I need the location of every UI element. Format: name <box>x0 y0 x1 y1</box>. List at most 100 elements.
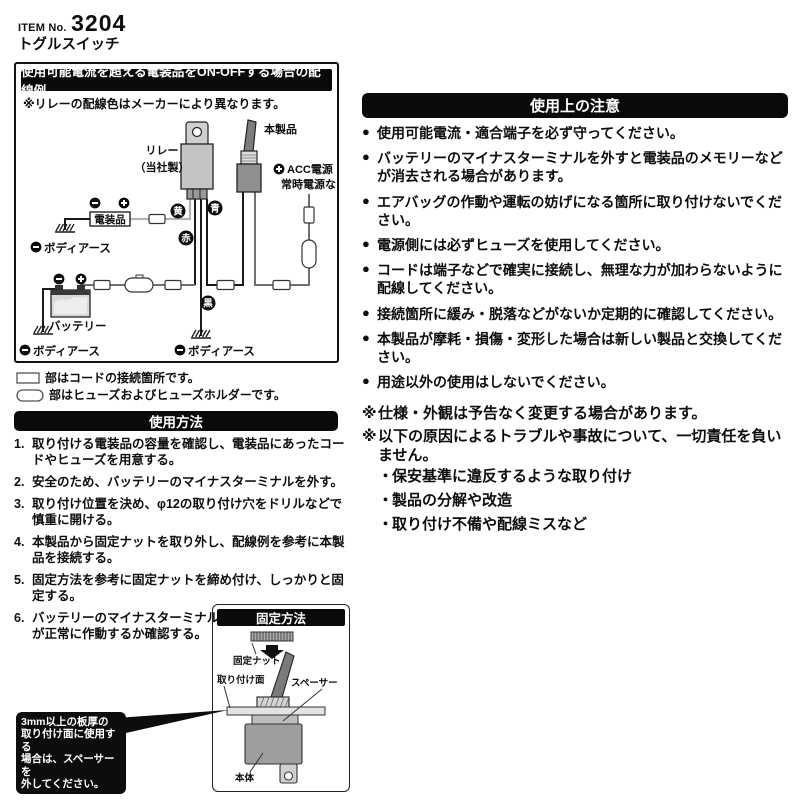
disclaimer-item: ・取り付け不備や配線ミスなど <box>378 515 588 533</box>
precaution-item: ●使用可能電流・適合端子を必ず守ってください。 <box>362 124 684 141</box>
fuse-holders <box>124 239 317 293</box>
accessory-box <box>89 211 131 227</box>
mounting-panel <box>226 706 326 716</box>
wire-label-blue: 青 <box>207 200 223 216</box>
item-number-block: ITEM No. 3204 <box>18 10 126 37</box>
svg-text:黄: 黄 <box>173 206 183 218</box>
minus-icon <box>174 344 186 356</box>
battery-drawing <box>50 285 91 318</box>
precautions-title: 使用上の注意 <box>362 93 788 118</box>
wiring-example-title: 使用可能電流を超える電装品をON-OFFする場合の配線例 <box>21 65 332 98</box>
accessory-label: 電装品 <box>94 213 126 226</box>
relay-label-line1: リレー <box>146 144 179 157</box>
cord-connectors <box>93 206 315 291</box>
fixing-method-title: 固定方法 <box>217 609 345 626</box>
body-earth-label-2: ボディアース <box>33 344 100 358</box>
disclaimer-item: ・製品の分解や改造 <box>378 491 513 509</box>
note-item: ※仕様・外観は予告なく変更する場合があります。 <box>362 405 707 422</box>
bullet-icon: ● <box>362 261 370 277</box>
body-earth-label-1: ボディアース <box>44 241 111 255</box>
body-earth-label-3: ボディアース <box>188 344 255 358</box>
fixing-nut-drawing <box>250 631 294 642</box>
precaution-item: ●電源側には必ずヒューズを使用してください。 <box>362 235 670 253</box>
product-label: 本製品 <box>264 122 297 136</box>
disclaimer-item: ・保安基準に違反するような取り付け <box>378 468 633 485</box>
toggle-switch-drawing <box>236 119 262 193</box>
bullet-icon: ● <box>362 373 370 389</box>
wire-label-red: 赤 <box>178 230 194 246</box>
plus-icon <box>273 163 285 175</box>
usage-method-title: 使用方法 <box>14 411 338 431</box>
switch-to-acc-wire <box>254 192 310 286</box>
precaution-item: ●バッテリーのマイナスターミナルを外すと電装品のメモリーなどが消去される場合があ… <box>362 149 783 185</box>
bullet-icon: ● <box>362 124 370 139</box>
acc-power-label-line2: 常時電源など <box>281 177 337 191</box>
bullet-icon: ● <box>362 235 370 251</box>
surface-pointer-line <box>223 685 231 709</box>
fuse-symbol <box>16 388 44 402</box>
switch-assembly-drawing <box>226 651 326 784</box>
relay-label-line2: （当社製） <box>135 160 190 174</box>
wiring-example-box: 使用可能電流を超える電装品をON-OFFする場合の配線例 ※リレーの配線色はメー… <box>14 62 339 363</box>
battery-label: バッテリー <box>49 320 107 333</box>
fixing-nut-label: 固定ナット <box>233 655 281 667</box>
plus-icon <box>75 273 87 285</box>
usage-step: 3.取り付け位置を決め、φ12の取り付け穴をドリルなどで慎重に開ける。 <box>14 497 343 527</box>
switch-lever <box>243 119 257 153</box>
svg-text:青: 青 <box>210 203 220 215</box>
wire-label-black: 黒 <box>200 295 216 311</box>
fixing-method-diagram: 固定ナット 取り付け面 スペーサー 本体 <box>217 631 338 784</box>
fixing-method-box: 固定方法 固定ナット 取り付け面 スペーサー <box>212 604 350 792</box>
spacer-callout: 3mm以上の板厚の 取り付け面に使用する 場合は、スペーサーを 外してください。 <box>16 712 126 795</box>
down-arrow-icon <box>260 645 284 659</box>
bullet-icon: ● <box>362 192 370 208</box>
connector-symbol <box>16 371 40 384</box>
precaution-item: ●本製品が摩耗・損傷・変形した場合は新しい製品と交換してください。 <box>362 329 783 365</box>
body-pointer-line <box>249 752 264 773</box>
legend-fuse-row: 部はヒューズおよびヒューズホルダーです。 <box>16 386 286 403</box>
usage-step: 4.本製品から固定ナットを取り外し、配線例を参考に本製品を接続する。 <box>14 535 345 565</box>
body-label: 本体 <box>235 772 255 784</box>
minus-icon <box>89 197 101 209</box>
relay-color-note: ※リレーの配線色はメーカーにより異なります。 <box>23 97 286 111</box>
usage-step: 5.固定方法を参考に固定ナットを締め付け、しっかりと固定する。 <box>14 573 344 603</box>
item-number: 3204 <box>71 10 127 36</box>
precaution-item: ●接続箇所に緩み・脱落などがないか定期的に確認してください。 <box>362 304 783 322</box>
mounting-surface-label: 取り付け面 <box>217 674 265 686</box>
wiring-diagram: リレー （当社製） 本製品 ACC電源・ 常時電源など 電装品 ボディアース <box>19 119 337 358</box>
item-number-label: ITEM No. <box>18 22 67 34</box>
minus-icon <box>30 241 42 253</box>
battery-ground-wire <box>42 288 55 332</box>
usage-step: 1.取り付ける電装品の容量を確認し、電装品にあったコードやヒューズを用意する。 <box>14 437 345 467</box>
usage-step: 2.安全のため、バッテリーのマイナスターミナルを外す。 <box>14 475 344 489</box>
nut-pointer-line <box>251 642 257 655</box>
spacer <box>251 714 299 725</box>
disclaimer-list: ・保安基準に違反するような取り付け ・製品の分解や改造 ・取り付け不備や配線ミス… <box>378 468 778 539</box>
bullet-icon: ● <box>362 329 370 345</box>
minus-icon <box>53 273 65 285</box>
bullet-icon: ● <box>362 304 370 320</box>
callout-pointer <box>117 710 228 735</box>
spacer-label: スペーサー <box>291 678 338 689</box>
switch-body <box>244 723 303 765</box>
relay-mount-hole <box>191 126 203 138</box>
plus-icon <box>118 197 130 209</box>
precautions-list: ●使用可能電流・適合端子を必ず守ってください。 ●バッテリーのマイナスターミナル… <box>362 124 790 398</box>
notes-list: ※仕様・外観は予告なく変更する場合があります。 ※以下の原因によるトラブルや事故… <box>362 404 786 469</box>
svg-text:黒: 黒 <box>203 299 213 310</box>
legend-fuse-text: 部はヒューズおよびヒューズホルダーです。 <box>49 388 286 402</box>
legend-connector-row: 部はコードの接続箇所です。 <box>16 369 200 386</box>
precaution-item: ●エアバッグの作動や運転の妨げになる箇所に取り付けないでください。 <box>362 192 783 228</box>
product-name: トグルスイッチ <box>18 37 120 53</box>
precaution-item: ●用途以外の使用はしないでください。 <box>362 373 615 391</box>
bullet-icon: ● <box>362 149 370 165</box>
wire-label-yellow: 黄 <box>170 203 186 219</box>
spacer-pointer-line <box>282 688 323 722</box>
svg-text:赤: 赤 <box>181 233 191 245</box>
relay-drawing <box>180 121 214 200</box>
note-item: ※以下の原因によるトラブルや事故について、一切責任を負いません。 <box>362 428 782 465</box>
precaution-item: ●コードは端子などで確実に接続し、無理な力が加わらないように配線してください。 <box>362 261 783 297</box>
usage-method-steps: 1.取り付ける電装品の容量を確認し、電装品にあったコードやヒューズを用意する。 … <box>14 436 354 648</box>
legend-connector-text: 部はコードの接続箇所です。 <box>45 371 200 385</box>
